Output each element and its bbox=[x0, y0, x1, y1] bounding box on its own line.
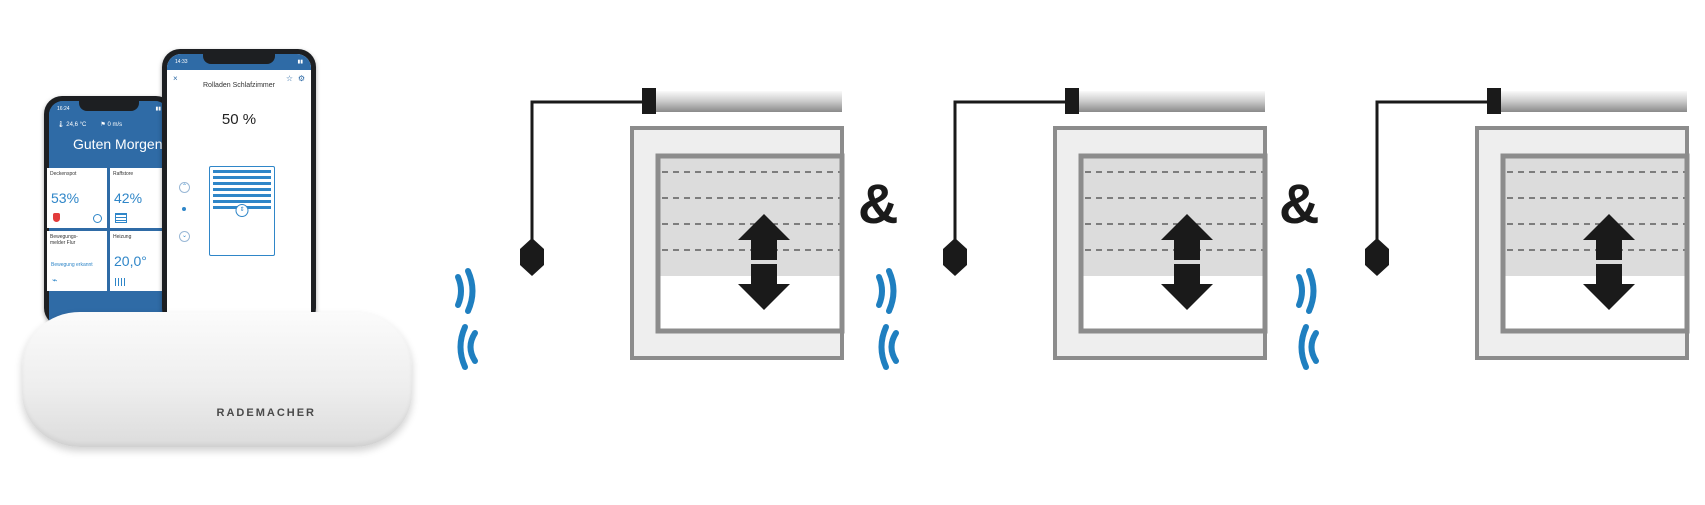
blind-slat bbox=[213, 182, 271, 185]
device-title: Rolladen Schlafzimmer bbox=[203, 82, 275, 89]
smart-home-hub: RADEMACHER bbox=[22, 312, 412, 447]
tile-heizung[interactable]: Heizung 20,0° bbox=[110, 231, 170, 291]
phone-notch bbox=[79, 101, 139, 111]
weather-row: 🌡 24,6 °C ⚑ 0 m/s bbox=[49, 117, 169, 132]
position-percent: 50 % bbox=[221, 111, 257, 128]
temperature-readout: 🌡 24,6 °C bbox=[57, 121, 86, 128]
roller-tube bbox=[656, 91, 842, 112]
power-icon[interactable] bbox=[93, 214, 102, 223]
roller-tube bbox=[1501, 91, 1687, 112]
radio-waves-icon bbox=[455, 268, 478, 370]
blind-slat bbox=[213, 194, 271, 197]
lamp-icon bbox=[53, 213, 60, 222]
tile-value: 20,0° bbox=[114, 253, 147, 269]
tile-status: Bewegung erkannt bbox=[51, 262, 93, 268]
smartphone-front: 14:33 ▮▮ × ☆ ⚙ Rolladen Schlafzimmer 50 … bbox=[162, 49, 316, 326]
phone-notch bbox=[203, 54, 275, 64]
tile-label: Deckenspot bbox=[50, 171, 77, 177]
wall-switch-icon bbox=[520, 238, 544, 276]
tile-label: Raffstore bbox=[113, 171, 134, 177]
up-button[interactable]: ⌃ bbox=[179, 182, 190, 193]
tile-label: Bewegungs- melder Flur bbox=[50, 234, 78, 246]
tube-motor-end bbox=[642, 88, 656, 114]
blind-band bbox=[1503, 156, 1687, 276]
tile-bewegungsmelder[interactable]: Bewegungs- melder Flur Bewegung erkannt … bbox=[47, 231, 107, 291]
motion-icon: ⌁ bbox=[52, 275, 58, 285]
flag-icon: ⚑ bbox=[100, 122, 106, 128]
status-signal-icon: ▮▮ bbox=[297, 59, 303, 65]
blind-band bbox=[658, 156, 842, 276]
radio-waves-icon bbox=[1296, 268, 1319, 370]
tile-value: 53% bbox=[51, 190, 80, 206]
up-down-arrow-icon bbox=[1583, 214, 1635, 310]
blind-position-slider[interactable]: ⇕ bbox=[209, 166, 275, 256]
wall-switch-cable bbox=[953, 100, 1067, 258]
tube-motor-end bbox=[1487, 88, 1501, 114]
blind-slat bbox=[213, 170, 271, 173]
up-down-arrow-icon bbox=[738, 214, 790, 310]
blind-slat bbox=[213, 188, 271, 191]
wall-switch-cable bbox=[530, 100, 644, 258]
status-time: 16:24 bbox=[57, 106, 70, 112]
roller-tube bbox=[1079, 91, 1265, 112]
smartphone-back: 16:24 ▮▮ 🌡 24,6 °C ⚑ 0 m/s Guten Morgen … bbox=[44, 96, 174, 326]
star-icon[interactable]: ☆ bbox=[285, 74, 293, 83]
up-down-arrow-icon bbox=[1161, 214, 1213, 310]
ampersand-connector: & bbox=[858, 172, 899, 235]
tile-deckenspot[interactable]: Deckenspot 53% bbox=[47, 168, 107, 228]
temperature-value: 24,6 °C bbox=[66, 122, 87, 128]
tube-motor-end bbox=[1065, 88, 1079, 114]
tile-raffstore[interactable]: Raffstore 42% bbox=[110, 168, 170, 228]
thermometer-icon: 🌡 bbox=[57, 122, 65, 128]
wall-switch-cable bbox=[1375, 100, 1489, 258]
radio-waves-icon bbox=[876, 268, 899, 370]
shutter-unit-3 bbox=[1365, 88, 1690, 360]
tile-label: Heizung bbox=[113, 234, 132, 240]
stop-button[interactable] bbox=[182, 207, 186, 211]
wall-switch-icon bbox=[943, 238, 967, 276]
ampersand-connector: & bbox=[1279, 172, 1320, 235]
slider-handle[interactable]: ⇕ bbox=[235, 204, 249, 217]
gear-icon[interactable]: ⚙ bbox=[297, 74, 305, 83]
wall-switch-icon bbox=[1365, 238, 1389, 276]
status-signal-icon: ▮▮ bbox=[155, 106, 161, 112]
shutter-unit-1 bbox=[520, 88, 845, 360]
shutter-unit-2 bbox=[943, 88, 1268, 360]
greeting-text: Guten Morgen bbox=[73, 136, 163, 152]
phone-front-screen: 14:33 ▮▮ × ☆ ⚙ Rolladen Schlafzimmer 50 … bbox=[167, 54, 311, 326]
hub-brand-label: RADEMACHER bbox=[216, 407, 316, 419]
device-tile-grid: Deckenspot 53% Raffstore 42% Bewegungs- … bbox=[47, 168, 207, 291]
blind-slat bbox=[213, 200, 271, 203]
blind-slat bbox=[213, 176, 271, 179]
status-time: 14:33 bbox=[175, 59, 188, 65]
blind-icon bbox=[115, 213, 127, 223]
wind-value: 0 m/s bbox=[107, 122, 123, 128]
tile-value: 42% bbox=[114, 190, 143, 206]
radiator-icon bbox=[115, 278, 127, 286]
blind-band bbox=[1081, 156, 1265, 276]
down-button[interactable]: ⌄ bbox=[179, 231, 190, 242]
wind-readout: ⚑ 0 m/s bbox=[100, 121, 122, 128]
close-icon[interactable]: × bbox=[173, 74, 178, 83]
